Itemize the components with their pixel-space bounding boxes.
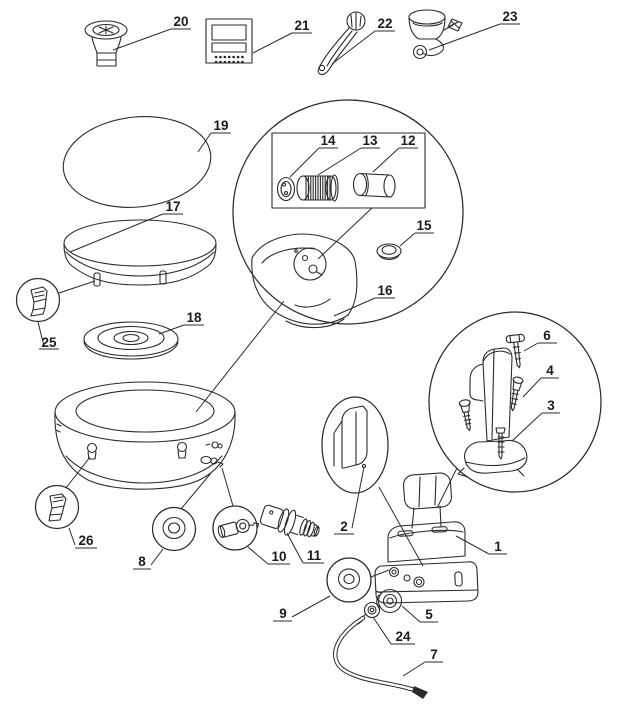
part-17-lid-drawing [63, 219, 217, 287]
part-14-cap-drawing [276, 176, 296, 202]
leader-9-to-pump [370, 569, 390, 578]
leader-12 [372, 147, 400, 173]
leader-8-to-tub [180, 472, 212, 510]
callout-15: 15 [416, 218, 432, 233]
leader-23 [428, 23, 501, 51]
part-25-clip-detail [15, 277, 61, 323]
part-9-ring-detail [326, 557, 372, 603]
part-26-clip-detail [34, 484, 80, 530]
callout-7: 7 [430, 647, 438, 662]
leader-14 [289, 147, 320, 178]
callout-22: 22 [377, 16, 392, 31]
part-2-detail-ellipse [321, 396, 389, 494]
leader-13 [317, 147, 362, 176]
leader-9 [291, 595, 331, 618]
part-7-hose-drawing [333, 615, 428, 699]
callout-9: 9 [279, 606, 287, 621]
leader-ellipse2-to-pump [378, 486, 424, 567]
part-21-control-panel-drawing [205, 18, 253, 64]
callout-23: 23 [502, 9, 518, 24]
leader-10 [247, 546, 269, 565]
callout-12: 12 [400, 133, 415, 148]
callout-4: 4 [546, 363, 554, 378]
part-4-screw-drawing [510, 376, 524, 412]
leader-19 [197, 132, 212, 153]
leader-4 [522, 377, 542, 398]
callout-1: 1 [494, 539, 502, 554]
callout-2: 2 [340, 519, 348, 534]
part-20-plug-drawing [84, 20, 128, 67]
callout-18: 18 [186, 310, 202, 325]
callout-13: 13 [362, 133, 378, 148]
leader-21 [252, 32, 293, 54]
part-11-valve-stem-drawing [259, 504, 320, 538]
callout-19: 19 [213, 118, 228, 133]
callout-20: 20 [173, 14, 188, 29]
part-12-shell-drawing [352, 172, 396, 198]
part-10-fitting-detail [212, 505, 260, 551]
part-16-wall-section-drawing [251, 233, 358, 329]
leader-11 [286, 532, 304, 564]
left-screw-drawing [458, 399, 472, 432]
part-3-bracket-drawing [457, 347, 528, 478]
leader-25 [37, 321, 45, 347]
callout-3: 3 [547, 398, 555, 413]
part-13-filter-drawing [296, 174, 339, 202]
part-19-cover-drawing [62, 116, 212, 208]
leader-rect-to-mount [317, 207, 373, 260]
part-1-pump-drawing [374, 472, 479, 604]
leader-10-to-tub [221, 467, 234, 507]
callout-24: 24 [395, 629, 411, 644]
callout-6: 6 [543, 328, 551, 343]
leader-5 [401, 605, 421, 623]
part-15-grommet-drawing [376, 243, 402, 261]
leader-2 [351, 466, 365, 529]
bracket-detail-circle: 6 4 3 [428, 311, 602, 493]
leader-6 [523, 342, 539, 352]
callout-26: 26 [78, 533, 94, 548]
callout-10: 10 [271, 549, 286, 564]
leader-15 [399, 232, 416, 247]
leader-24 [372, 616, 392, 645]
leader-22 [331, 30, 376, 65]
callout-21: 21 [294, 18, 310, 33]
part-8-ring-detail [151, 506, 197, 552]
leader-tub-to-detail-circle [195, 300, 285, 413]
leader-7 [402, 661, 426, 677]
leader-26-to-tub [65, 456, 91, 489]
callout-11: 11 [307, 548, 322, 563]
callout-8: 8 [138, 554, 146, 569]
part-6-tee-screw-drawing [505, 333, 525, 369]
callout-14: 14 [320, 133, 336, 148]
leader-26 [68, 527, 76, 546]
filter-detail-circle: 14 13 12 15 [232, 99, 464, 329]
callout-16: 16 [377, 283, 393, 298]
callout-25: 25 [41, 335, 57, 350]
part-23-valve-drawing [408, 9, 463, 60]
leader-25-to-lid [58, 280, 96, 294]
leader-18 [158, 324, 185, 335]
tub-body-drawing [54, 381, 236, 490]
leader-20 [112, 28, 172, 51]
leader-8 [150, 548, 164, 566]
leader-16 [333, 297, 376, 317]
leader-3 [511, 412, 543, 442]
callout-17: 17 [165, 199, 180, 214]
part-18-disc-drawing [83, 321, 179, 360]
leader-pump-to-bracket-circle [436, 467, 458, 509]
leader-17 [69, 213, 164, 253]
callout-5: 5 [425, 607, 433, 622]
part-22-wrench-drawing [317, 11, 366, 76]
leader-1 [455, 535, 490, 555]
